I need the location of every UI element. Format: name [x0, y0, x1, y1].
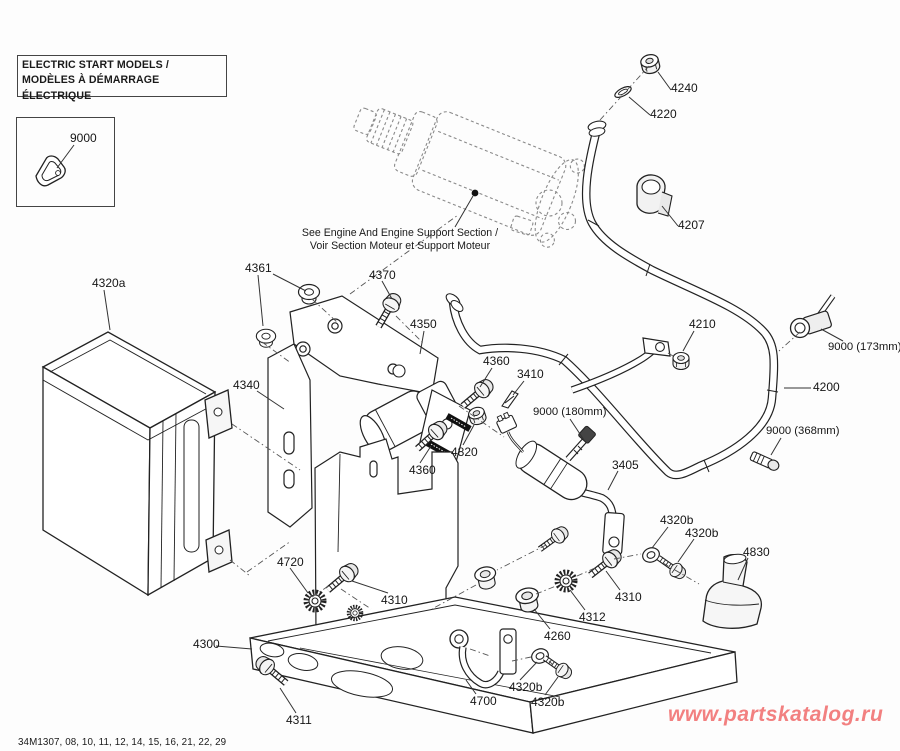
part-label-4310: 4310: [381, 593, 408, 607]
part-label-4820: 4820: [451, 445, 478, 459]
model-codes: 34M1307, 08, 10, 11, 12, 14, 15, 16, 21,…: [18, 737, 227, 748]
rivet-nut: [472, 564, 500, 592]
part-label-3410: 3410: [517, 367, 544, 381]
part-label-4700: 4700: [470, 694, 497, 708]
inset-clip-9000: [35, 155, 66, 187]
part-label-4320b: 4320b: [531, 695, 565, 709]
star-washer-4312: [557, 572, 575, 590]
part-label-3405: 3405: [612, 458, 639, 472]
part-label-4320b: 4320b: [509, 680, 543, 694]
bolt-4370: [371, 290, 404, 331]
bolt-chain: [535, 523, 571, 555]
part-label-4360: 4360: [483, 354, 510, 368]
assembly-dash-lines: [229, 65, 801, 666]
part-label-4300: 4300: [193, 637, 220, 651]
part-label-9000-368mm-: 9000 (368mm): [766, 425, 840, 437]
title-line-2: MODÈLES À DÉMARRAGE ÉLECTRIQUE: [22, 74, 160, 102]
part-label-4220: 4220: [650, 107, 677, 121]
label-leader-lines: [56, 71, 844, 714]
pin-3410: [501, 390, 519, 409]
cable-conduit-4200: [445, 120, 779, 480]
part-label-4320b: 4320b: [660, 513, 694, 527]
engine-note-dot: [471, 189, 479, 197]
cap-4240: [638, 52, 662, 76]
part-label-4320b: 4320b: [685, 526, 719, 540]
ring-4220: [614, 86, 632, 98]
part-label-4350: 4350: [410, 317, 437, 331]
washer-4320b-a: [640, 544, 662, 566]
part-label-4370: 4370: [369, 268, 396, 282]
inset-part-box: [16, 117, 115, 207]
part-label-4200: 4200: [813, 380, 840, 394]
engine-note-line-1: See Engine And Engine Support Section /: [301, 227, 499, 239]
part-label-4310: 4310: [615, 590, 642, 604]
engine-starter-phantom: [353, 107, 585, 248]
part-label-4210: 4210: [689, 317, 716, 331]
nut-4210: [672, 351, 690, 371]
clamp-4207: [636, 174, 673, 217]
part-label-4340: 4340: [233, 378, 260, 392]
boot-4830: [702, 553, 763, 629]
cable-assembly-3405: [496, 411, 625, 556]
bolt-9000-180: [565, 425, 596, 462]
part-label-9000: 9000: [70, 131, 97, 145]
engine-note-line-2: Voir Section Moteur et Support Moteur: [309, 240, 491, 253]
screw-9000-368: [749, 451, 780, 471]
battery-tray-4300: [249, 596, 738, 734]
ground-cable-4700: [449, 628, 517, 689]
title-line-1: ELECTRIC START MODELS /: [22, 59, 169, 71]
anchor-9000-173: [789, 294, 836, 339]
part-label-4830: 4830: [743, 545, 770, 559]
part-label-9000-173mm-: 9000 (173mm): [828, 341, 900, 353]
part-label-4240: 4240: [671, 81, 698, 95]
part-label-4360: 4360: [409, 463, 436, 477]
part-label-4260: 4260: [544, 629, 571, 643]
part-label-4312: 4312: [579, 610, 606, 624]
title-box: ELECTRIC START MODELS / MODÈLES À DÉMARR…: [17, 55, 227, 102]
part-label-4207: 4207: [678, 218, 705, 232]
battery-4320a: [41, 331, 233, 597]
part-label-4361: 4361: [245, 261, 272, 275]
part-label-9000-180mm-: 9000 (180mm): [533, 406, 607, 418]
grommet-4361-a: [297, 283, 321, 305]
positive-cable-end: [570, 337, 671, 394]
part-label-4720: 4720: [277, 555, 304, 569]
part-label-4320a: 4320a: [92, 276, 126, 290]
engine-note: See Engine And Engine Support Section / …: [300, 227, 500, 254]
part-label-4311: 4311: [286, 713, 312, 727]
watermark-url: www.partskatalog.ru: [668, 703, 884, 726]
